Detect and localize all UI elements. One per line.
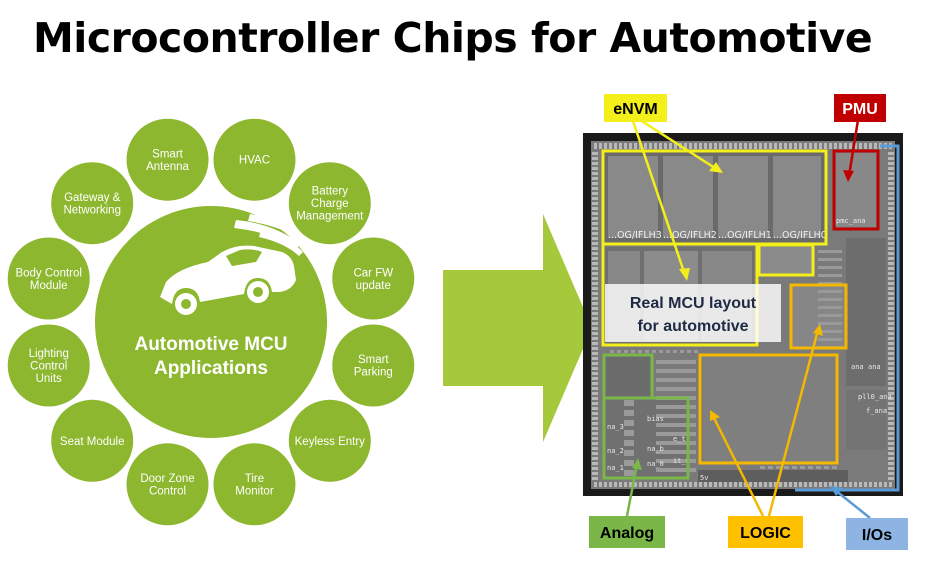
die-label-ana2: ana — [868, 363, 881, 371]
die-label-it0: it_0 — [673, 457, 690, 465]
die-label-na2: na_2 — [607, 447, 624, 455]
die-label-nab: na_b — [647, 445, 664, 453]
app-label-line: Units — [36, 373, 62, 385]
app-label-line: update — [356, 280, 391, 292]
die-label-pmc: pmc_ana — [836, 217, 866, 225]
app-circle — [213, 118, 296, 201]
app-circle — [7, 324, 90, 407]
app-item-hvac: HVAC — [213, 118, 296, 201]
right-arrow — [443, 214, 592, 442]
app-label-line: Gateway & — [64, 192, 121, 204]
app-circle — [51, 162, 134, 245]
callout-ios-text: I/Os — [862, 527, 892, 544]
app-item-seat-module: Seat Module — [51, 399, 134, 482]
center-label-line2: for automotive — [637, 318, 748, 335]
app-label-line: Monitor — [235, 486, 274, 498]
logic-region-small — [789, 283, 848, 350]
app-label-line: Control — [149, 486, 186, 498]
hub-title-line1: Automotive MCU — [134, 334, 287, 355]
app-label-line: Control — [30, 360, 67, 372]
analog-region-bottom — [602, 396, 690, 480]
app-label-line: Module — [30, 280, 68, 292]
app-item-gateway-networking: Gateway &Networking — [51, 162, 134, 245]
envm-region-top — [601, 149, 828, 246]
app-label-line: HVAC — [239, 155, 270, 167]
app-label-line: Seat Module — [60, 436, 125, 448]
die-label-na0: na_0 — [647, 460, 664, 468]
app-circle — [126, 443, 209, 526]
die-label-pll: pll0_ana — [858, 393, 892, 401]
callout-analog: Analog — [589, 516, 665, 548]
app-circle — [51, 399, 134, 482]
hub-title-line2: Applications — [154, 358, 268, 379]
envm-region-small — [757, 243, 815, 277]
chip-die: pmc_ana ana ana pll0_ana f_ana bias na_3… — [583, 133, 903, 496]
app-circle — [332, 237, 415, 320]
logic-region-large — [698, 353, 839, 465]
die-label-ana: ana — [851, 363, 864, 371]
app-label-line: Smart — [358, 354, 389, 366]
die-label-bias: bias — [647, 415, 664, 423]
center-label-line1: Real MCU layout — [630, 295, 757, 312]
app-label-line: Smart — [152, 148, 183, 160]
app-label-line: Door Zone — [140, 473, 194, 485]
app-label-line: Keyless Entry — [295, 436, 366, 448]
page-title: Microcontroller Chips for Automotive — [33, 14, 873, 62]
app-label-line: Networking — [63, 204, 121, 216]
callout-pmu: PMU — [834, 94, 886, 122]
flash-label-3: ...OG/IFLH3 — [608, 230, 662, 241]
callout-pmu-text: PMU — [842, 101, 878, 118]
app-item-keyless-entry: Keyless Entry — [288, 399, 371, 482]
app-circle — [126, 118, 209, 201]
io-region — [795, 144, 900, 492]
app-circle — [7, 237, 90, 320]
callout-envm: eNVM — [604, 94, 667, 122]
die-label-5v: 5v — [700, 474, 708, 482]
application-wheel: Automotive MCU Applications — [95, 206, 327, 438]
app-label-line: Parking — [354, 367, 393, 379]
die-label-et: e_t — [673, 435, 686, 443]
callout-logic-text: LOGIC — [740, 525, 791, 542]
car-icon — [160, 214, 306, 315]
app-label-line: Body Control — [15, 267, 81, 279]
app-circle — [288, 399, 371, 482]
app-circle — [332, 324, 415, 407]
die-label-na1: na_1 — [607, 464, 624, 472]
app-circle — [213, 443, 296, 526]
callout-envm-text: eNVM — [613, 101, 657, 118]
application-satellites: SmartAntennaHVACBatteryChargeManagementC… — [7, 118, 415, 526]
app-label-line: Tire — [245, 473, 264, 485]
die-label-fan: f_ana — [866, 407, 887, 415]
flash-label-1: ...OG/IFLH1 — [718, 230, 772, 241]
callout-logic: LOGIC — [728, 516, 803, 548]
callout-ios: I/Os — [846, 518, 908, 550]
die-label-na3: na_3 — [607, 423, 624, 431]
app-label-line: Management — [296, 211, 364, 223]
app-label-line: Car FW — [353, 267, 393, 279]
app-label-line: Lighting — [29, 348, 69, 360]
flash-label-0: ...OG/IFLH0 — [773, 230, 827, 241]
app-label-line: Charge — [311, 198, 349, 210]
callout-analog-text: Analog — [600, 525, 654, 542]
app-circle — [288, 162, 371, 245]
app-label-line: Antenna — [146, 161, 189, 173]
center-label-box — [605, 284, 781, 342]
flash-label-2: ...OG/IFLH2 — [663, 230, 717, 241]
app-label-line: Battery — [312, 186, 349, 198]
pmu-region — [832, 149, 880, 231]
